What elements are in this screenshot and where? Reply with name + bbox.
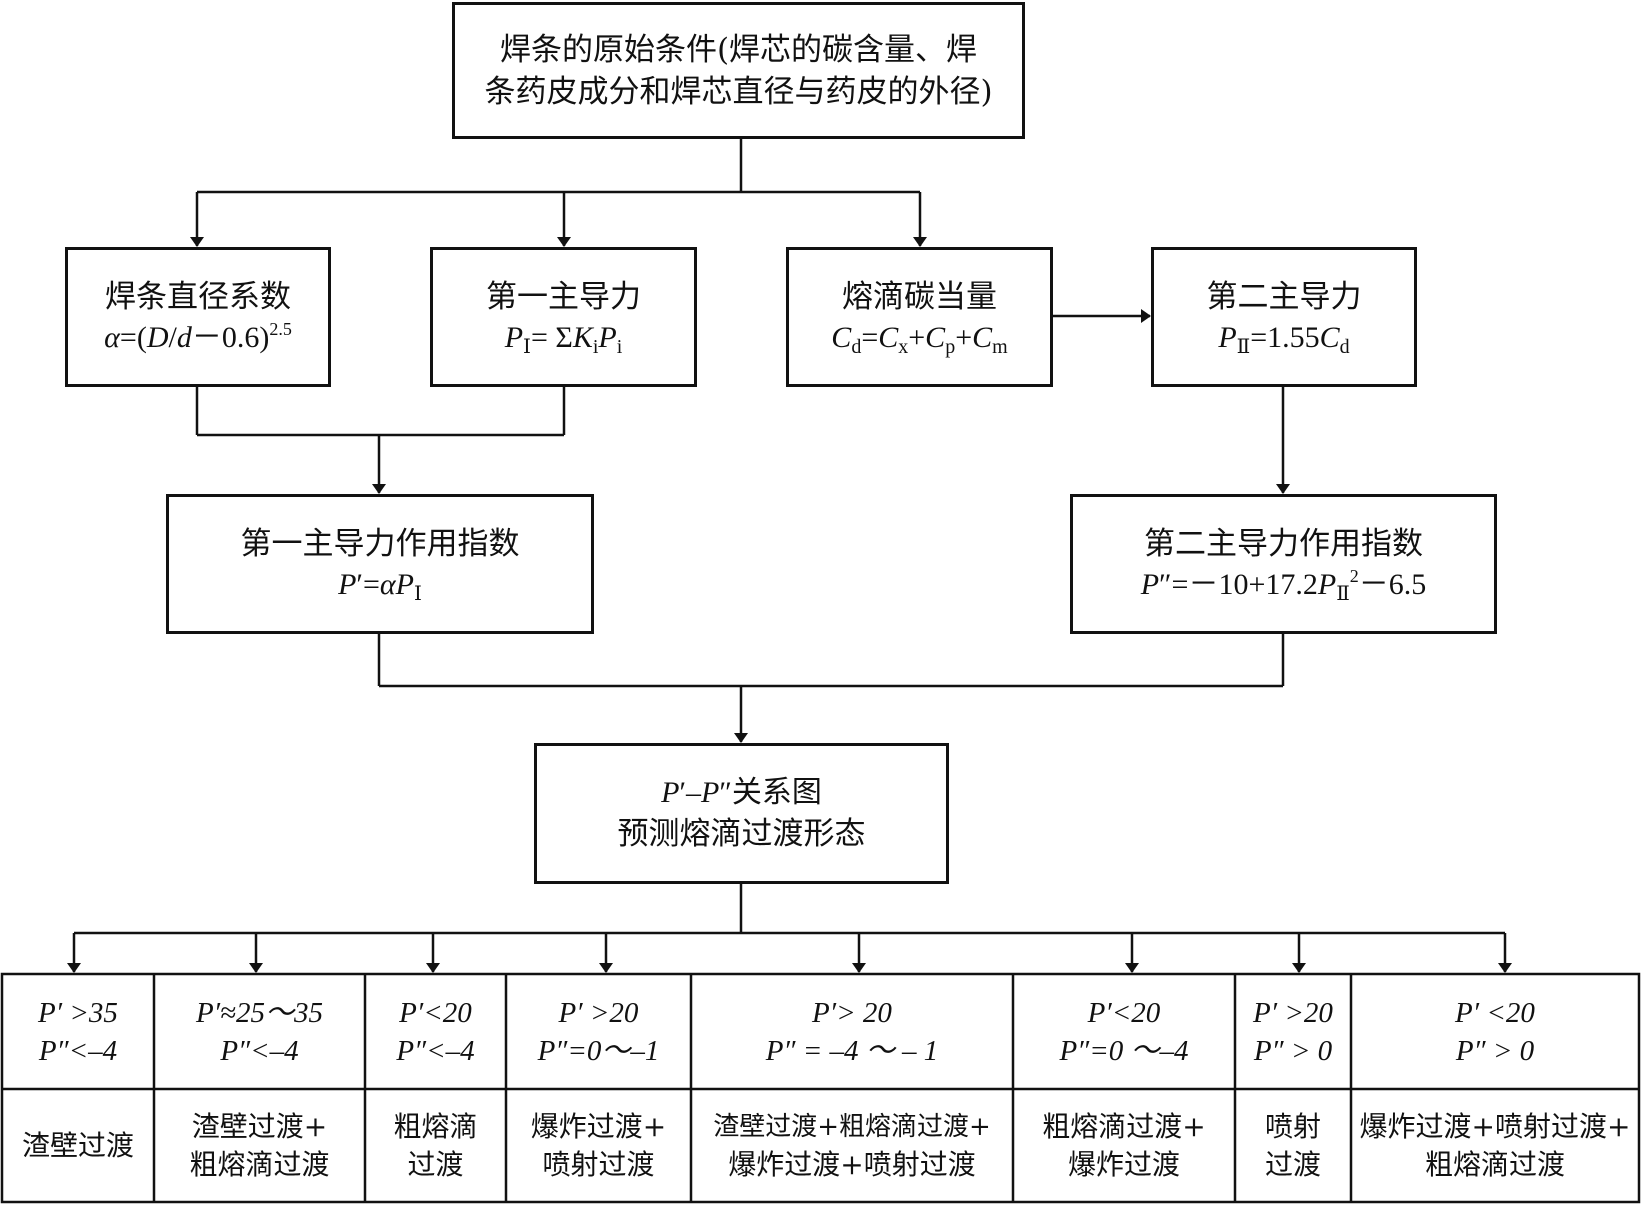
formula-p2: PⅡ=1.55Cd bbox=[1218, 321, 1350, 358]
box-second-force-index: 第二主导力作用指数 P″=－10+17.2PⅡ2－6.5 bbox=[1070, 494, 1497, 634]
relation-diagram-line-2: 预测熔滴过渡形态 bbox=[617, 815, 866, 852]
condition-p-double-prime: P″<–4 bbox=[38, 1034, 118, 1067]
transfer-mode-label: 爆炸过渡+ bbox=[530, 1109, 667, 1143]
box-droplet-carbon-equivalent-title: 熔滴碳当量 bbox=[842, 279, 997, 315]
condition-p-prime: P′ >20 bbox=[1253, 996, 1333, 1029]
box-droplet-carbon-equivalent: 熔滴碳当量 Cd=Cx+Cp+Cm bbox=[786, 247, 1053, 387]
transfer-mode-label: 爆炸过渡+喷射过渡+ bbox=[1359, 1109, 1631, 1143]
box-relation-diagram: P′–P″关系图 预测熔滴过渡形态 bbox=[534, 743, 949, 884]
condition-cell: P′ >20 P″ > 0 bbox=[1235, 974, 1351, 1089]
condition-cell: P′ <20 P″ > 0 bbox=[1351, 974, 1639, 1089]
condition-p-double-prime: P″ = –4 ～ – 1 bbox=[765, 1034, 939, 1067]
condition-cell: P′> 20 P″ = –4 ～ – 1 bbox=[691, 974, 1013, 1089]
condition-p-double-prime: P″=0 ～–4 bbox=[1059, 1034, 1189, 1067]
transfer-mode-label: 粗熔滴过渡 bbox=[189, 1147, 330, 1181]
transfer-mode-label: 过渡 bbox=[407, 1147, 464, 1181]
condition-p-prime: P′≈25～35 bbox=[196, 996, 323, 1029]
formula-p-double-prime: P″=－10+17.2PⅡ2－6.5 bbox=[1140, 566, 1427, 605]
top-box-line-1: 焊条的原始条件(焊芯的碳含量、焊 bbox=[499, 31, 978, 68]
box-first-leading-force-title: 第一主导力 bbox=[486, 279, 641, 315]
condition-p-double-prime: P″<–4 bbox=[220, 1034, 299, 1067]
formula-alpha: α=(D/d－0.6)2.5 bbox=[104, 319, 292, 354]
transfer-mode-label: 喷射 bbox=[1264, 1109, 1321, 1143]
condition-p-prime: P′ >20 bbox=[558, 996, 639, 1029]
transfer-mode-label: 爆炸过渡 bbox=[1067, 1147, 1180, 1181]
box-first-leading-force: 第一主导力 PⅠ= ΣKiPi bbox=[430, 247, 697, 387]
transfer-mode-label: 渣壁过渡+粗熔滴过渡+ bbox=[713, 1111, 991, 1142]
result-cell: 喷射过渡 bbox=[1235, 1089, 1351, 1202]
transfer-mode-label: 爆炸过渡+喷射过渡 bbox=[728, 1147, 976, 1181]
box-first-force-index-title: 第一主导力作用指数 bbox=[240, 526, 520, 562]
box-electrode-diameter-coefficient-title: 焊条直径系数 bbox=[105, 279, 291, 315]
top-box-line-2: 条药皮成分和焊芯直径与药皮的外径) bbox=[484, 73, 993, 110]
result-cell: 渣壁过渡+ 粗熔滴过渡 bbox=[154, 1089, 365, 1202]
result-cell: 渣壁过渡+粗熔滴过渡+ 爆炸过渡+喷射过渡 bbox=[691, 1089, 1013, 1202]
box-first-force-index: 第一主导力作用指数 P′=αPⅠ bbox=[166, 494, 594, 634]
formula-cd: Cd=Cx+Cp+Cm bbox=[831, 321, 1008, 358]
box-second-leading-force-title: 第二主导力 bbox=[1206, 279, 1362, 315]
transfer-mode-label: 粗熔滴过渡+ bbox=[1042, 1109, 1206, 1143]
condition-p-prime: P′ >35 bbox=[38, 996, 118, 1029]
transfer-mode-label: 渣壁过渡 bbox=[21, 1128, 134, 1162]
condition-p-double-prime: P″ > 0 bbox=[1455, 1034, 1535, 1067]
box-second-force-index-title: 第二主导力作用指数 bbox=[1144, 526, 1423, 562]
transfer-mode-label: 粗熔滴 bbox=[393, 1109, 478, 1143]
result-cell: 渣壁过渡 bbox=[2, 1089, 154, 1202]
transfer-mode-label: 渣壁过渡+ bbox=[191, 1109, 328, 1143]
result-cell: 粗熔滴过渡+ 爆炸过渡 bbox=[1013, 1089, 1235, 1202]
transfer-mode-label: 喷射过渡 bbox=[542, 1147, 655, 1181]
formula-p-prime: P′=αPⅠ bbox=[338, 568, 422, 605]
condition-p-prime: P′<20 bbox=[1087, 996, 1161, 1029]
condition-p-double-prime: P″ > 0 bbox=[1253, 1034, 1333, 1067]
box-electrode-diameter-coefficient: 焊条直径系数 α=(D/d－0.6)2.5 bbox=[65, 247, 331, 387]
transfer-mode-label: 过渡 bbox=[1264, 1147, 1321, 1181]
condition-p-prime: P′ <20 bbox=[1455, 996, 1535, 1029]
relation-diagram-line-1: P′–P″关系图 bbox=[661, 774, 822, 810]
condition-p-double-prime: P″=0～–1 bbox=[537, 1034, 660, 1067]
formula-p1: PⅠ= ΣKiPi bbox=[504, 321, 623, 358]
condition-p-double-prime: P″<–4 bbox=[396, 1034, 475, 1067]
result-cell: 粗熔滴过渡 bbox=[365, 1089, 506, 1202]
box-second-leading-force: 第二主导力 PⅡ=1.55Cd bbox=[1151, 247, 1417, 387]
transfer-mode-label: 粗熔滴过渡 bbox=[1424, 1147, 1565, 1181]
result-cell: 爆炸过渡+ 喷射过渡 bbox=[506, 1089, 691, 1202]
condition-p-prime: P′> 20 bbox=[812, 996, 892, 1029]
top-box-original-conditions: 焊条的原始条件(焊芯的碳含量、焊 条药皮成分和焊芯直径与药皮的外径) bbox=[452, 2, 1025, 139]
condition-p-prime: P′<20 bbox=[399, 996, 472, 1029]
result-cell: 爆炸过渡+喷射过渡+ 粗熔滴过渡 bbox=[1351, 1089, 1639, 1202]
